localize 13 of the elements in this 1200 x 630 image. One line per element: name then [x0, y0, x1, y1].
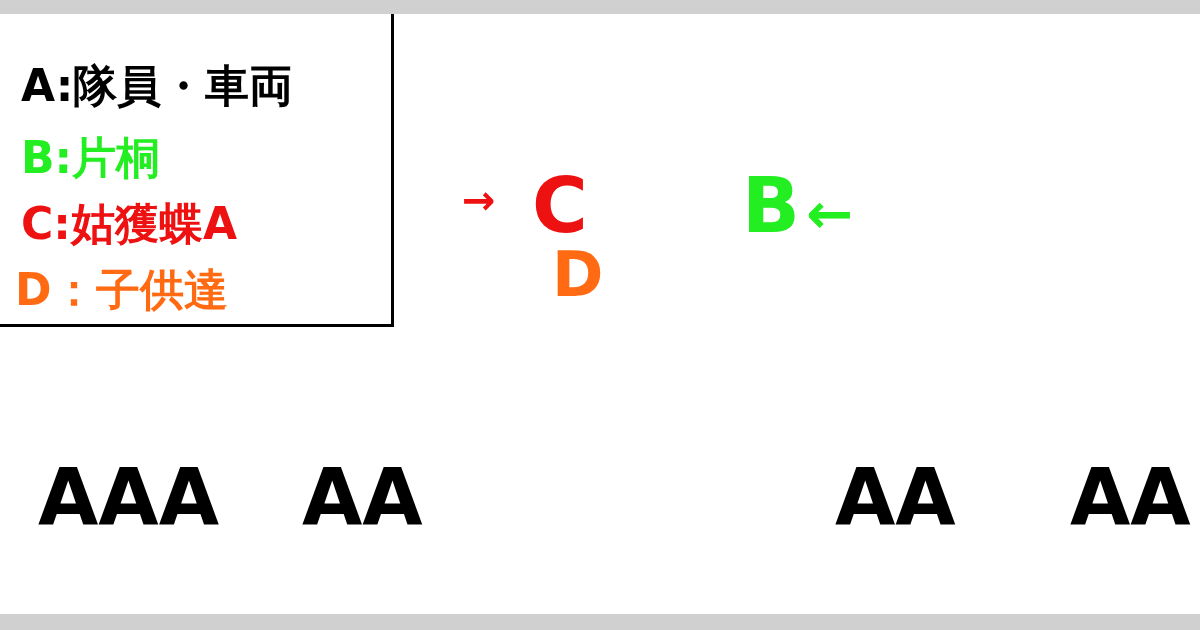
position-letter: D [552, 244, 604, 306]
position-letter: AA [1070, 458, 1191, 536]
direction-arrow: ← [806, 186, 853, 242]
direction-arrow: → [462, 180, 496, 220]
legend-entry: C:姑獲蝶A [21, 202, 237, 246]
legend-entry: A:隊員・車両 [21, 64, 294, 108]
position-letter: AAA [38, 458, 220, 536]
position-letter: AA [302, 458, 423, 536]
position-letter: B [742, 168, 800, 244]
position-letter: AA [835, 458, 956, 536]
position-letter: C [532, 168, 588, 244]
legend-entry: D：子供達 [15, 268, 228, 312]
legend-entry: B:片桐 [21, 136, 161, 180]
